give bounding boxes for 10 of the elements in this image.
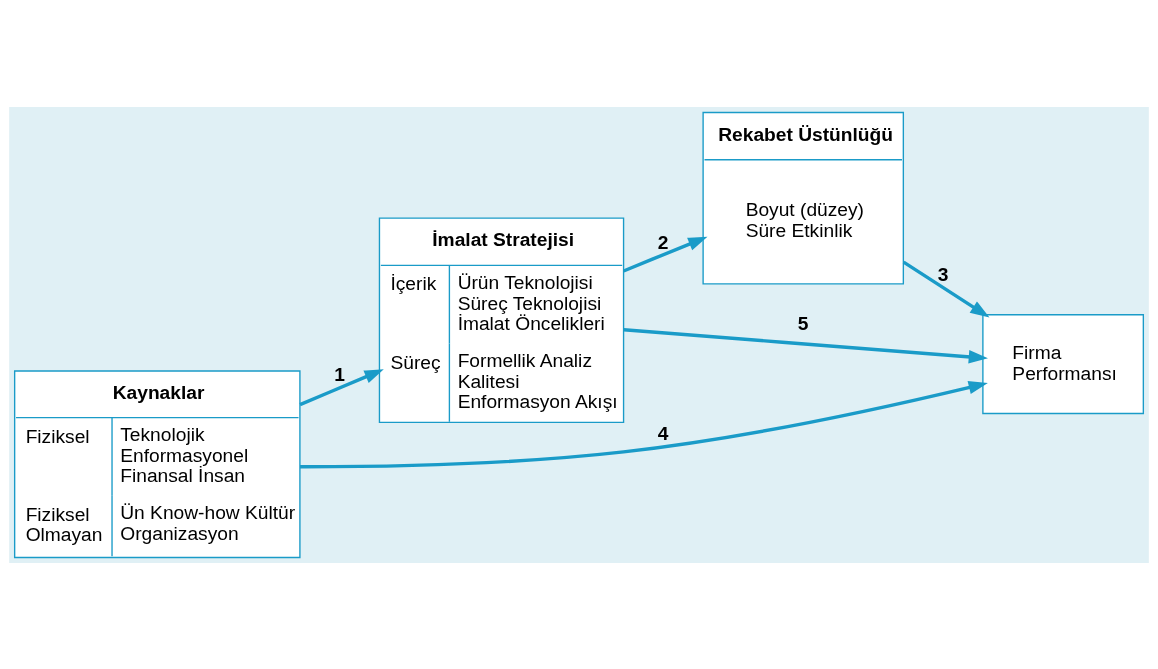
arrow bbox=[299, 380, 988, 468]
arrow bbox=[622, 236, 708, 273]
arrow bbox=[623, 327, 988, 364]
edge-label: 2 bbox=[657, 231, 669, 253]
edge-label: 3 bbox=[937, 263, 949, 285]
edge-label: 5 bbox=[797, 312, 809, 334]
arrow bbox=[902, 260, 990, 317]
arrow bbox=[299, 368, 384, 406]
edge-label: 4 bbox=[657, 422, 669, 444]
edge-label: 1 bbox=[334, 363, 345, 385]
